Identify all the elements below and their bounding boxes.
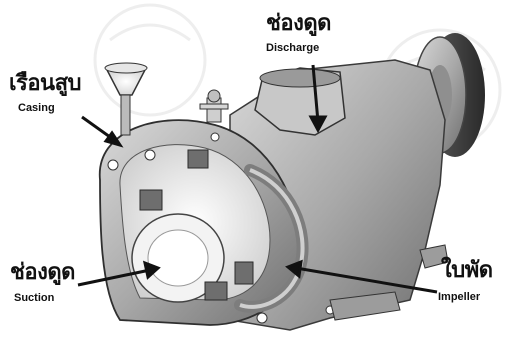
casing-label-th: เรือนสูบ <box>9 73 81 95</box>
casing-label-en: Casing <box>18 103 55 114</box>
suction-label-th: ช่องดูด <box>10 262 75 284</box>
valve <box>200 90 228 122</box>
impeller-label-th: ใบพัด <box>441 260 493 282</box>
discharge-label-en: Discharge <box>266 43 319 54</box>
discharge-label-th: ช่องดูด <box>266 13 331 35</box>
suction-label-en: Suction <box>14 293 54 304</box>
impeller-label-en: Impeller <box>438 292 480 303</box>
